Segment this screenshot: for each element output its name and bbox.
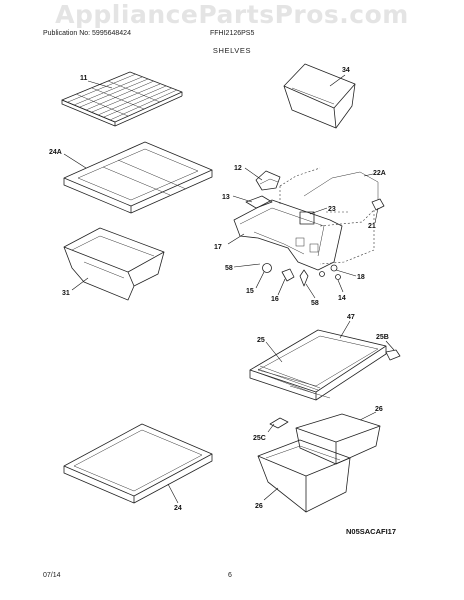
section-title: SHELVES — [212, 46, 252, 55]
diagram-code: N05SACAFI17 — [346, 527, 396, 536]
glass-shelf-47-part — [249, 329, 401, 429]
callout-21: 21 — [368, 223, 376, 230]
glass-shelf-24-part — [63, 423, 213, 504]
glass-shelf-24a-part — [63, 141, 213, 214]
callout-24: 24 — [174, 505, 182, 512]
publication-number: Publication No: 5995648424 — [43, 30, 131, 37]
footer-date: 07/14 — [43, 572, 61, 579]
callout-17: 17 — [214, 244, 222, 251]
callout-22a: 22A — [373, 170, 386, 177]
callout-13: 13 — [222, 194, 230, 201]
callout-12: 12 — [234, 165, 242, 172]
callout-14: 14 — [338, 295, 346, 302]
callout-15: 15 — [246, 288, 254, 295]
callout-31: 31 — [62, 290, 70, 297]
crisper-drawer-31-part — [63, 227, 165, 301]
door-bin-part — [283, 63, 356, 129]
callout-25c: 25C — [253, 435, 266, 442]
callout-23: 23 — [328, 206, 336, 213]
callout-26-top: 26 — [375, 406, 383, 413]
model-number: FFHI2126PS5 — [210, 30, 255, 37]
callout-47: 47 — [347, 314, 355, 321]
callout-34: 34 — [342, 67, 350, 74]
wire-shelf-part — [61, 71, 183, 127]
callout-58-left: 58 — [225, 265, 233, 272]
callout-58-right: 58 — [311, 300, 319, 307]
callout-25: 25 — [257, 337, 265, 344]
leader-lines — [63, 74, 395, 504]
page-number: 6 — [228, 572, 232, 579]
callout-16: 16 — [271, 296, 279, 303]
callout-26-bottom: 26 — [255, 503, 263, 510]
watermark: AppliancePartsPros.com — [55, 0, 409, 29]
callout-11: 11 — [80, 75, 88, 82]
control-housing-assembly — [233, 167, 385, 287]
callout-24a: 24A — [49, 149, 62, 156]
callout-18: 18 — [357, 274, 365, 281]
callout-25b: 25B — [376, 334, 389, 341]
crisper-pans-26-part — [257, 413, 381, 513]
